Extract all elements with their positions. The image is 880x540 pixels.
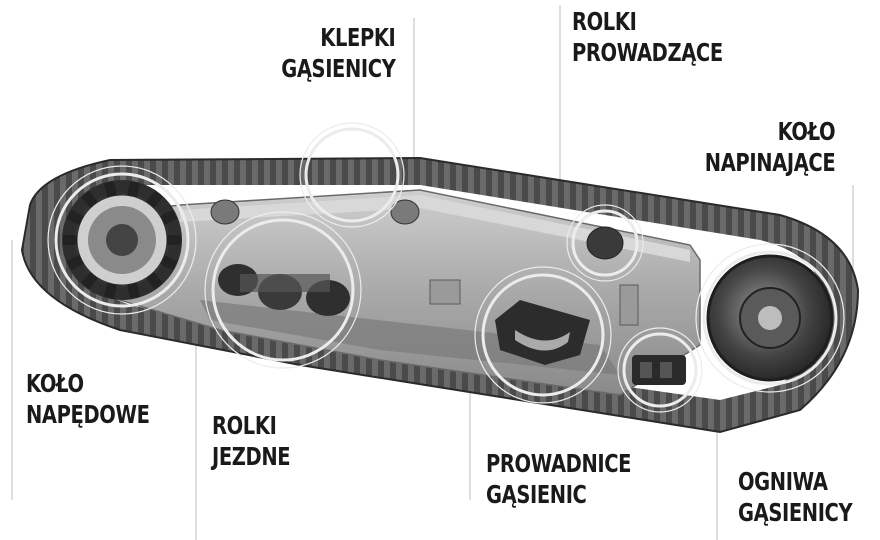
sprocket-tooth [63,235,77,245]
carrier-rollers-top [210,199,624,260]
circle-track-links [617,327,703,413]
track-rollers [218,264,350,316]
label-track-pins: KLEPKI GĄSIENICY [280,22,396,84]
sprocket-tooth [81,272,98,290]
label-sprocket-line1: KOŁO [26,369,84,398]
label-idler-line1: KOŁO [777,117,835,146]
label-idler: KOŁO NAPINAJĄCE [704,116,836,178]
frame-lower-band [200,300,620,375]
sprocket-tooth [167,235,181,245]
sprocket-tooth [160,209,178,225]
circle-track-pins [299,122,405,228]
track-links-part [632,355,686,385]
sprocket-tooth [103,282,117,299]
label-carrier-rollers: ROLKI PROWADZĄCE [572,6,723,68]
label-carrier-rollers-line2: PROWADZĄCE [572,38,723,67]
sprocket-tooth [146,272,163,290]
sprocket-teeth [63,181,181,299]
circle-track-guides [474,266,612,404]
sprocket-tooth [103,181,117,198]
label-track-links: OGNIWA GĄSIENICY [738,466,853,528]
label-track-pins-line1: KLEPKI [319,23,396,52]
sprocket-tooth [160,255,178,271]
track-guide [495,300,590,365]
sprocket-tooth [66,255,84,271]
label-sprocket-line2: NAPĘDOWE [26,400,150,429]
sprocket-tooth [127,181,141,198]
circle-idler [695,243,845,393]
label-track-guides-line2: GĄSIENIC [486,480,587,509]
label-track-pins-line2: GĄSIENICY [280,54,396,83]
circle-track-rollers [204,211,362,369]
label-sprocket: KOŁO NAPĘDOWE [26,368,150,430]
sprocket-wheel [62,180,182,300]
sprocket-tooth [81,190,98,208]
circle-carrier-roller [566,204,644,282]
highlight-circles [47,122,845,413]
label-carrier-rollers-line1: ROLKI [572,7,637,36]
frame-top-rail [180,195,690,262]
label-track-rollers-line1: ROLKI [212,411,277,440]
idler-wheel [706,254,834,382]
label-track-links-line2: GĄSIENICY [738,498,853,527]
sprocket-tooth [127,282,141,299]
sprocket-tooth [146,190,163,208]
label-track-links-line1: OGNIWA [738,467,828,496]
label-track-rollers: ROLKI JEZDNE [212,410,291,472]
sprocket-tooth [66,209,84,225]
label-track-guides: PROWADNICE GĄSIENIC [486,448,631,510]
circle-sprocket [47,165,197,315]
label-track-guides-line1: PROWADNICE [486,449,632,478]
label-track-rollers-line2: JEZDNE [212,442,291,471]
frame-plate [429,279,461,305]
frame-bracket [619,284,639,326]
label-idler-line2: NAPINAJĄCE [704,148,836,177]
